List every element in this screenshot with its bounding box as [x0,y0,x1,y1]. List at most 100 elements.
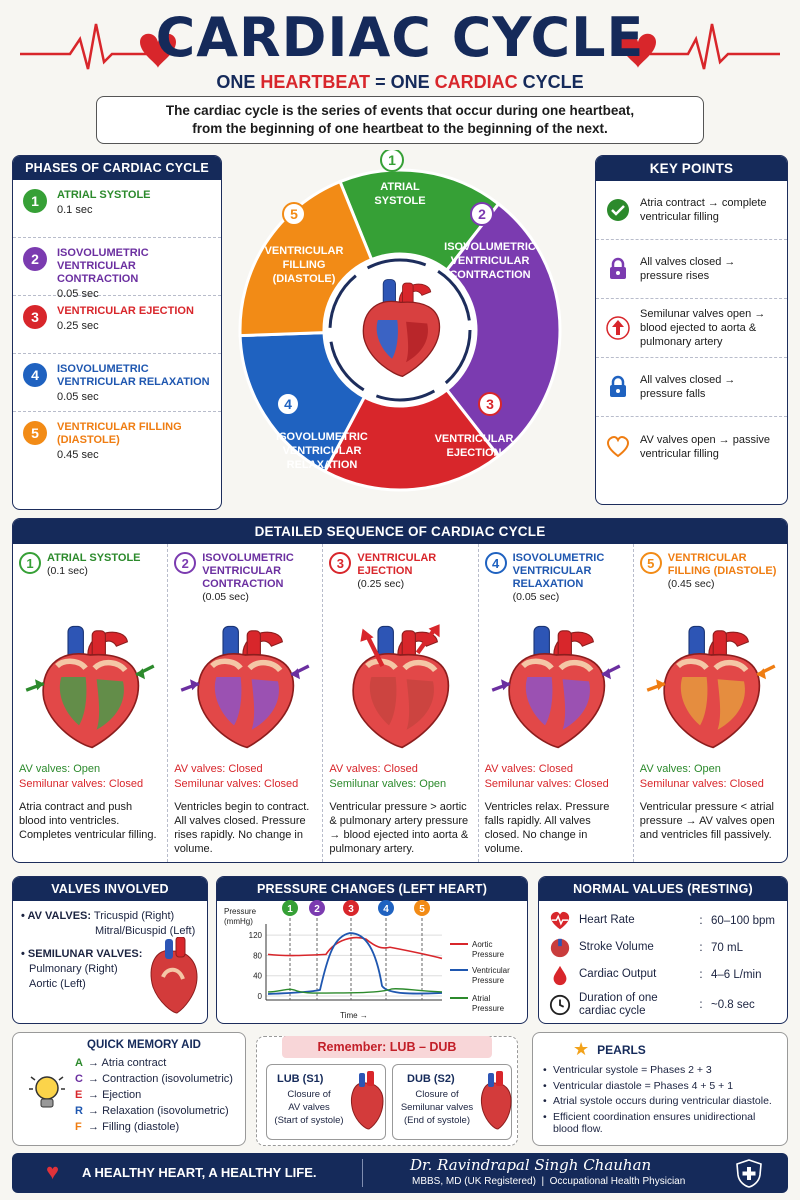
key-point-text: Semilunar valves open → blood ejected to… [640,308,766,348]
pearl-item: Efficient coordination ensures unidirect… [543,1111,779,1136]
aortic-pressure-curve [267,936,443,960]
key-point-text: AV valves open → passive ventricular fil… [640,433,771,460]
heart-illustration [491,625,621,749]
atrial-pressure-curve [267,987,443,994]
heart-illustration [352,624,450,749]
wheel-segment-label: ISOVOLUMETRIC [276,431,368,443]
lock-icon [610,375,626,397]
blood-drop-icon [553,965,567,985]
sequence-title: VENTRICULAR EJECTION [357,552,437,577]
key-point-item: Semilunar valves open → blood ejected to… [596,299,787,358]
key-point-item: AV valves open → passive ventricular fil… [596,417,787,476]
key-point-item: All valves closed → pressure rises [596,240,787,299]
av-valve-status: AV valves: Open [639,763,721,775]
phase-time: 0.25 sec [57,320,99,332]
sequence-description: Ventricular pressure < atrial pressure →… [639,801,775,841]
legend-label: Atrial [472,994,490,1003]
wheel-segment-label: VENTRICULAR [435,433,514,445]
cycle-arrow-ring [328,258,472,402]
sequence-description: Ventricular pressure > aortic & pulmonar… [329,801,469,855]
lightbulb-icon [29,1076,65,1108]
sequence-time: (0.45 sec) [667,578,715,590]
phase-marker-badge [282,900,298,916]
normal-value-row: Heart Rate:60–100 bpm [549,907,777,934]
heart-outline-icon [606,435,630,457]
sequence-number-badge: 3 [329,552,352,574]
av-valves-item: • AV VALVES: Tricuspid (Right) [21,910,175,922]
sequence-description: Ventricles begin to contract. All valves… [174,801,310,855]
sequence-title: ISOVOLUMETRIC VENTRICULAR CONTRACTION [202,552,294,590]
wheel-number: 5 [290,206,298,222]
semilunar-valve-status: Semilunar valves: Closed [19,778,144,790]
phase-marker-badge [378,900,394,916]
pearls-title: PEARLS [597,1042,646,1057]
lub-card: LUB (S1) Closure of AV valves (Start of … [266,1064,386,1140]
phase-marker-number: 3 [348,904,354,915]
phase-marker-number: 4 [383,904,389,915]
sequence-time: (0.05 sec) [202,591,249,603]
sequence-title: ISOVOLUMETRIC VENTRICULAR RELAXATION [512,552,605,590]
wheel-number-badge [276,392,300,416]
normal-value-row: Stroke Volume:70 mL [549,934,777,961]
normal-value-row: Duration of one cardiac cycle:~0.8 sec [549,988,777,1022]
phase-number-badge: 3 [23,305,47,329]
normal-values-title: NORMAL VALUES (RESTING) [539,877,787,901]
sequence-title: ATRIAL SYSTOLE [47,552,141,564]
memory-item: A → Atria contract [75,1057,167,1069]
lock-icon [610,257,626,279]
key-point-item: Atria contract → complete ventricular fi… [596,181,787,240]
semilunar-valve-status: Semilunar valves: Open [329,778,447,790]
phase-name: VENTRICULAR FILLING (DIASTOLE) [57,421,182,446]
normal-values-panel: NORMAL VALUES (RESTING) Heart Rate:60–10… [538,876,788,1024]
ventricular-pressure-curve [267,932,443,995]
phase-name: VENTRICULAR EJECTION [57,305,194,317]
key-point-item: All valves closed → pressure falls [596,358,787,417]
legend-label: Pressure [472,950,505,959]
normal-value-value: 60–100 bpm [711,914,775,927]
memory-item: F → Filling (diastole) [75,1121,180,1133]
phases-panel-title: PHASES OF CARDIAC CYCLE [13,156,221,180]
pearl-item: Ventricular systole = Phases 2 + 3 [543,1064,779,1077]
phase-marker-number: 2 [314,904,320,915]
memory-item: C → Contraction (isovolumetric) [75,1073,233,1085]
cardiac-cycle-wheel: 1ATRIALSYSTOLE2ISOVOLUMETRICVENTRICULARC… [238,150,562,492]
lubdub-title: Remember: LUB – DUB [282,1036,492,1058]
heart-illustration [25,625,155,749]
phase-time: 0.45 sec [57,449,99,461]
pearl-item: Ventricular diastole = Phases 4 + 5 + 1 [543,1080,779,1093]
av-valve-status: AV valves: Closed [329,763,418,775]
wheel-number-badge [470,202,494,226]
sequence-description: Ventricles relax. Pressure falls rapidly… [484,801,610,855]
phase-time: 0.05 sec [57,288,99,300]
phase-marker-badge [343,900,359,916]
sequence-number-badge: 1 [19,552,41,574]
pearls-panel: ★ PEARLS Ventricular systole = Phases 2 … [532,1032,788,1146]
wheel-segment-label: VENTRICULAR [451,255,530,267]
wheel-segment-label: FILLING [283,259,326,271]
shield-medical-icon [736,1159,762,1188]
heart-rate-icon [550,911,570,929]
legend-label: Ventricular [472,966,510,975]
page-subtitle: ONE HEARTBEAT = ONE CARDIAC CYCLE [216,72,584,92]
footer-credentials: MBBS, MD (UK Registered) | Occupational … [412,1176,686,1187]
phase-name: ISOVOLUMETRIC VENTRICULAR RELAXATION [57,363,210,388]
valves-panel: VALVES INVOLVED • AV VALVES: Tricuspid (… [12,876,208,1024]
wheel-number: 3 [486,396,494,412]
wheel-number-badge [282,202,306,226]
key-point-text: Atria contract → complete ventricular fi… [640,197,767,223]
clock-icon [549,994,571,1016]
valves-title: VALVES INVOLVED [13,877,207,901]
wheel-segment-label: CONTRACTION [449,269,530,281]
legend-label: Pressure [472,1004,505,1013]
phase-name: ISOVOLUMETRIC VENTRICULAR CONTRACTION [57,247,149,285]
memory-item: E → Ejection [75,1089,142,1101]
phase-number-badge: 1 [23,189,47,213]
